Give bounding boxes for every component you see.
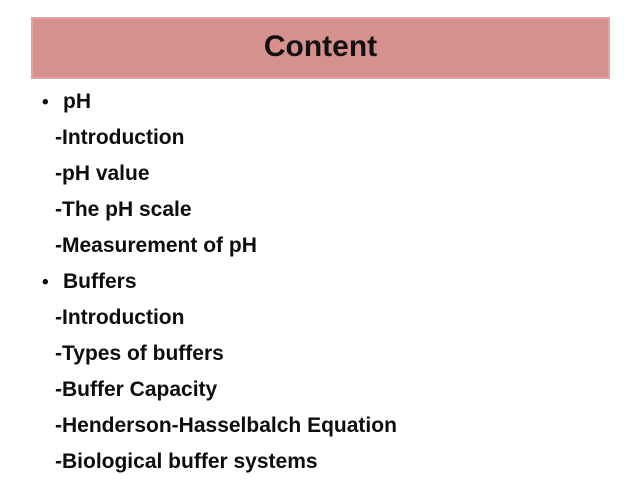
list-item-sub: -Introduction — [0, 300, 638, 336]
list-item-sub: -Introduction — [0, 120, 638, 156]
bullet-icon: • — [42, 272, 49, 293]
list-item-sub: -Biological buffer systems — [0, 444, 638, 480]
list-item-text: Buffers — [63, 270, 137, 293]
title-bar: Content — [31, 17, 610, 79]
list-item-sub: -Measurement of pH — [0, 228, 638, 264]
slide-title: Content — [263, 30, 378, 63]
list-item-text: -Introduction — [55, 126, 185, 149]
list-item-sub: -pH value — [0, 156, 638, 192]
list-item-text: -pH value — [55, 162, 150, 185]
bullet-icon: • — [42, 92, 49, 113]
list-item-text: pH — [63, 90, 91, 113]
list-item-text: -Biological buffer systems — [55, 450, 318, 473]
content-list: • pH -Introduction -pH value -The pH scale -M… — [0, 84, 638, 480]
list-item-text: -Introduction — [55, 306, 185, 329]
list-item-main: • Buffers — [0, 264, 638, 300]
list-item-text: -Types of buffers — [55, 342, 224, 365]
list-item-text: -The pH scale — [55, 198, 192, 221]
list-item-sub: -Buffer Capacity — [0, 372, 638, 408]
list-item-sub: -The pH scale — [0, 192, 638, 228]
list-item-main: • pH — [0, 84, 638, 120]
list-item-text: -Henderson-Hasselbalch Equation — [55, 414, 397, 437]
list-item-text: -Measurement of pH — [55, 234, 257, 257]
list-item-sub: -Henderson-Hasselbalch Equation — [0, 408, 638, 444]
list-item-text: -Buffer Capacity — [55, 378, 218, 401]
list-item-sub: -Types of buffers — [0, 336, 638, 372]
